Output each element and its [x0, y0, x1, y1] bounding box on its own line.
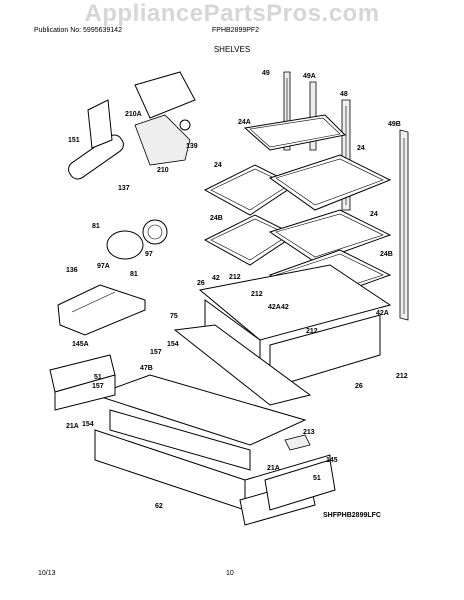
callout-75: 75 [170, 313, 178, 320]
callout-49a: 49A [303, 73, 316, 80]
callout-212: 212 [251, 291, 263, 298]
callout-51: 51 [313, 475, 321, 482]
callout-145: 145 [326, 457, 338, 464]
callout-24: 24 [357, 145, 365, 152]
callout-97: 97 [145, 251, 153, 258]
callout-97a: 97A [97, 263, 110, 270]
callout-24a: 24A [238, 119, 251, 126]
callout-24: 24 [370, 211, 378, 218]
callout-151: 151 [68, 137, 80, 144]
callout-213: 213 [303, 429, 315, 436]
callout-210a: 210A [125, 111, 142, 118]
publication-number: Publication No: 5995639142 [34, 27, 122, 34]
callout-24: 24 [214, 162, 222, 169]
callout-154: 154 [167, 341, 179, 348]
callout-154: 154 [82, 421, 94, 428]
callout-24b: 24B [210, 215, 223, 222]
callout-48: 48 [340, 91, 348, 98]
diagram-code: SHFPHB2899LFC [323, 512, 381, 519]
tray-136 [57, 284, 146, 336]
callout-42: 42 [281, 304, 289, 311]
callout-145a: 145A [72, 341, 89, 348]
callout-137: 137 [118, 185, 130, 192]
callout-21a: 21A [66, 423, 79, 430]
shelf-24-right-lower [268, 209, 392, 263]
side-panels [49, 354, 336, 526]
callout-136: 136 [66, 267, 78, 274]
callout-212: 212 [396, 373, 408, 380]
callout-49b: 49B [388, 121, 401, 128]
shelf-24-right-upper [268, 154, 392, 211]
footer-page-number: 10 [226, 570, 234, 577]
callout-42a: 42A [268, 304, 281, 311]
footer-date: 10/13 [38, 570, 56, 577]
callout-81: 81 [92, 223, 100, 230]
shelf-24-left-upper [203, 164, 296, 216]
callout-26: 26 [197, 280, 205, 287]
callout-24b: 24B [380, 251, 393, 258]
callout-212: 212 [306, 328, 318, 335]
callout-42a: 42A [376, 310, 389, 317]
callout-62: 62 [155, 503, 163, 510]
callout-51: 51 [94, 374, 102, 381]
callout-157: 157 [150, 349, 162, 356]
callout-26: 26 [355, 383, 363, 390]
section-title: SHELVES [213, 45, 251, 54]
callout-49: 49 [262, 70, 270, 77]
callout-157: 157 [92, 383, 104, 390]
shelf-24a [243, 114, 347, 151]
watermark: AppliancePartsPros.com [84, 0, 380, 27]
callout-139: 139 [186, 143, 198, 150]
water-filter-housing [68, 71, 196, 180]
callout-47b: 47B [140, 365, 153, 372]
callout-labels: 49 49A 48 49B 24A 24 24 24 24B 24B 151 2… [66, 70, 408, 510]
callout-81: 81 [130, 271, 138, 278]
callout-210: 210 [157, 167, 169, 174]
model-number: FPHB2899PF2 [212, 27, 260, 34]
callout-212: 212 [229, 274, 241, 281]
light-assembly [106, 219, 168, 260]
callout-42: 42 [212, 275, 220, 282]
callout-21a: 21A [267, 465, 280, 472]
